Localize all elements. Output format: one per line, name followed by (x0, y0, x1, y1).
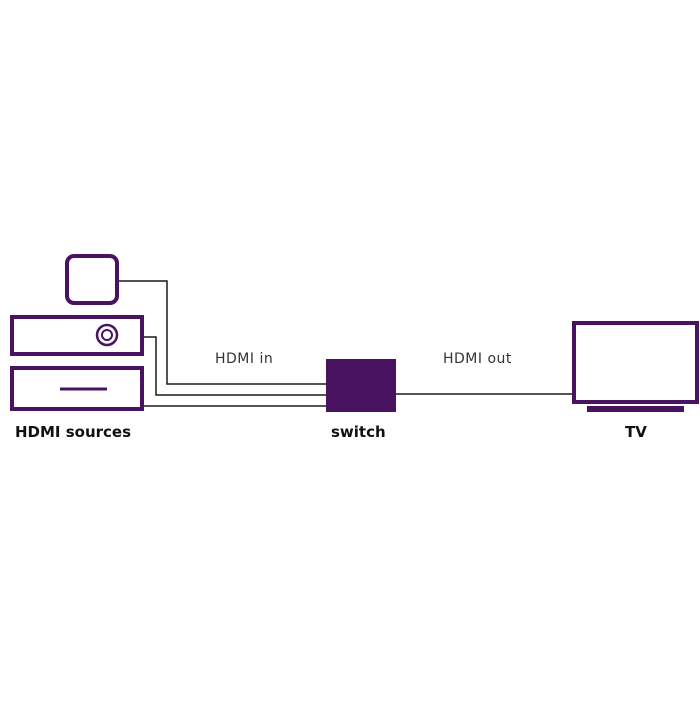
disc-player-icon (10, 315, 144, 356)
streaming-stick-icon (65, 254, 119, 305)
switch-box (326, 359, 396, 412)
hdmi-in-label: HDMI in (215, 351, 274, 367)
set-top-box-icon (10, 366, 144, 411)
hdmi-out-label: HDMI out (443, 351, 512, 367)
cables (118, 280, 574, 407)
cable-bluray-player (142, 336, 327, 396)
cable-streaming-stick (118, 280, 327, 385)
tv-icon (572, 321, 699, 412)
switch-label: switch (331, 423, 386, 441)
tv-label: TV (625, 423, 647, 441)
sources-label: HDMI sources (15, 423, 132, 441)
